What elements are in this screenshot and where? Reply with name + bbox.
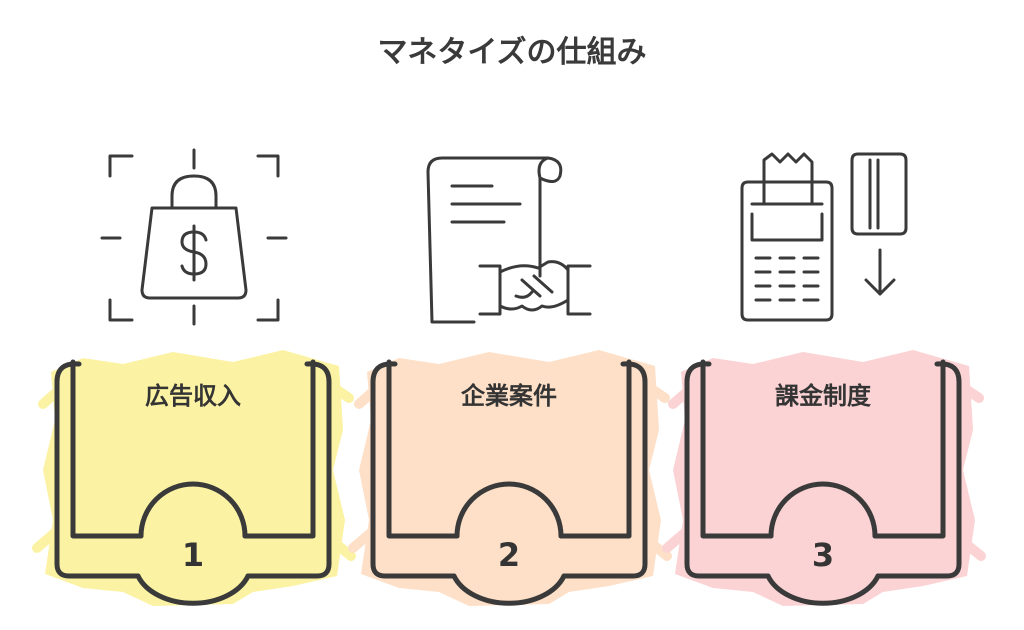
card-label: 広告収入 — [145, 382, 241, 410]
card-inner-frame — [386, 359, 632, 539]
card-outer-frame — [370, 361, 648, 579]
card-number-tab — [765, 481, 881, 606]
card-3: 課金制度 3 — [662, 350, 986, 606]
contract-handshake-icon — [426, 156, 592, 324]
card-fill — [673, 350, 975, 606]
card-number-tab — [135, 481, 251, 606]
card-1: 広告収入 1 — [32, 350, 356, 606]
card-label: 企業案件 — [461, 382, 557, 410]
diagram-title: マネタイズの仕組み — [377, 35, 646, 70]
card-outer-frame — [684, 361, 962, 579]
card-number-tab — [451, 481, 567, 606]
shopping-bag-dollar-icon — [100, 148, 288, 326]
cards: 広告収入 1 企業案件 2 課金制度 3 — [32, 350, 986, 606]
card-inner-frame — [700, 359, 946, 539]
card-number: 1 — [182, 536, 204, 574]
card-label: 課金制度 — [775, 382, 872, 410]
card-2: 企業案件 2 — [348, 350, 672, 606]
payment-terminal-card-icon — [740, 152, 908, 322]
card-inner-frame — [70, 359, 316, 539]
card-fill — [43, 350, 345, 606]
card-number: 2 — [498, 536, 520, 574]
card-number: 3 — [812, 536, 834, 574]
card-outer-frame — [54, 361, 332, 579]
card-fill — [359, 350, 661, 606]
